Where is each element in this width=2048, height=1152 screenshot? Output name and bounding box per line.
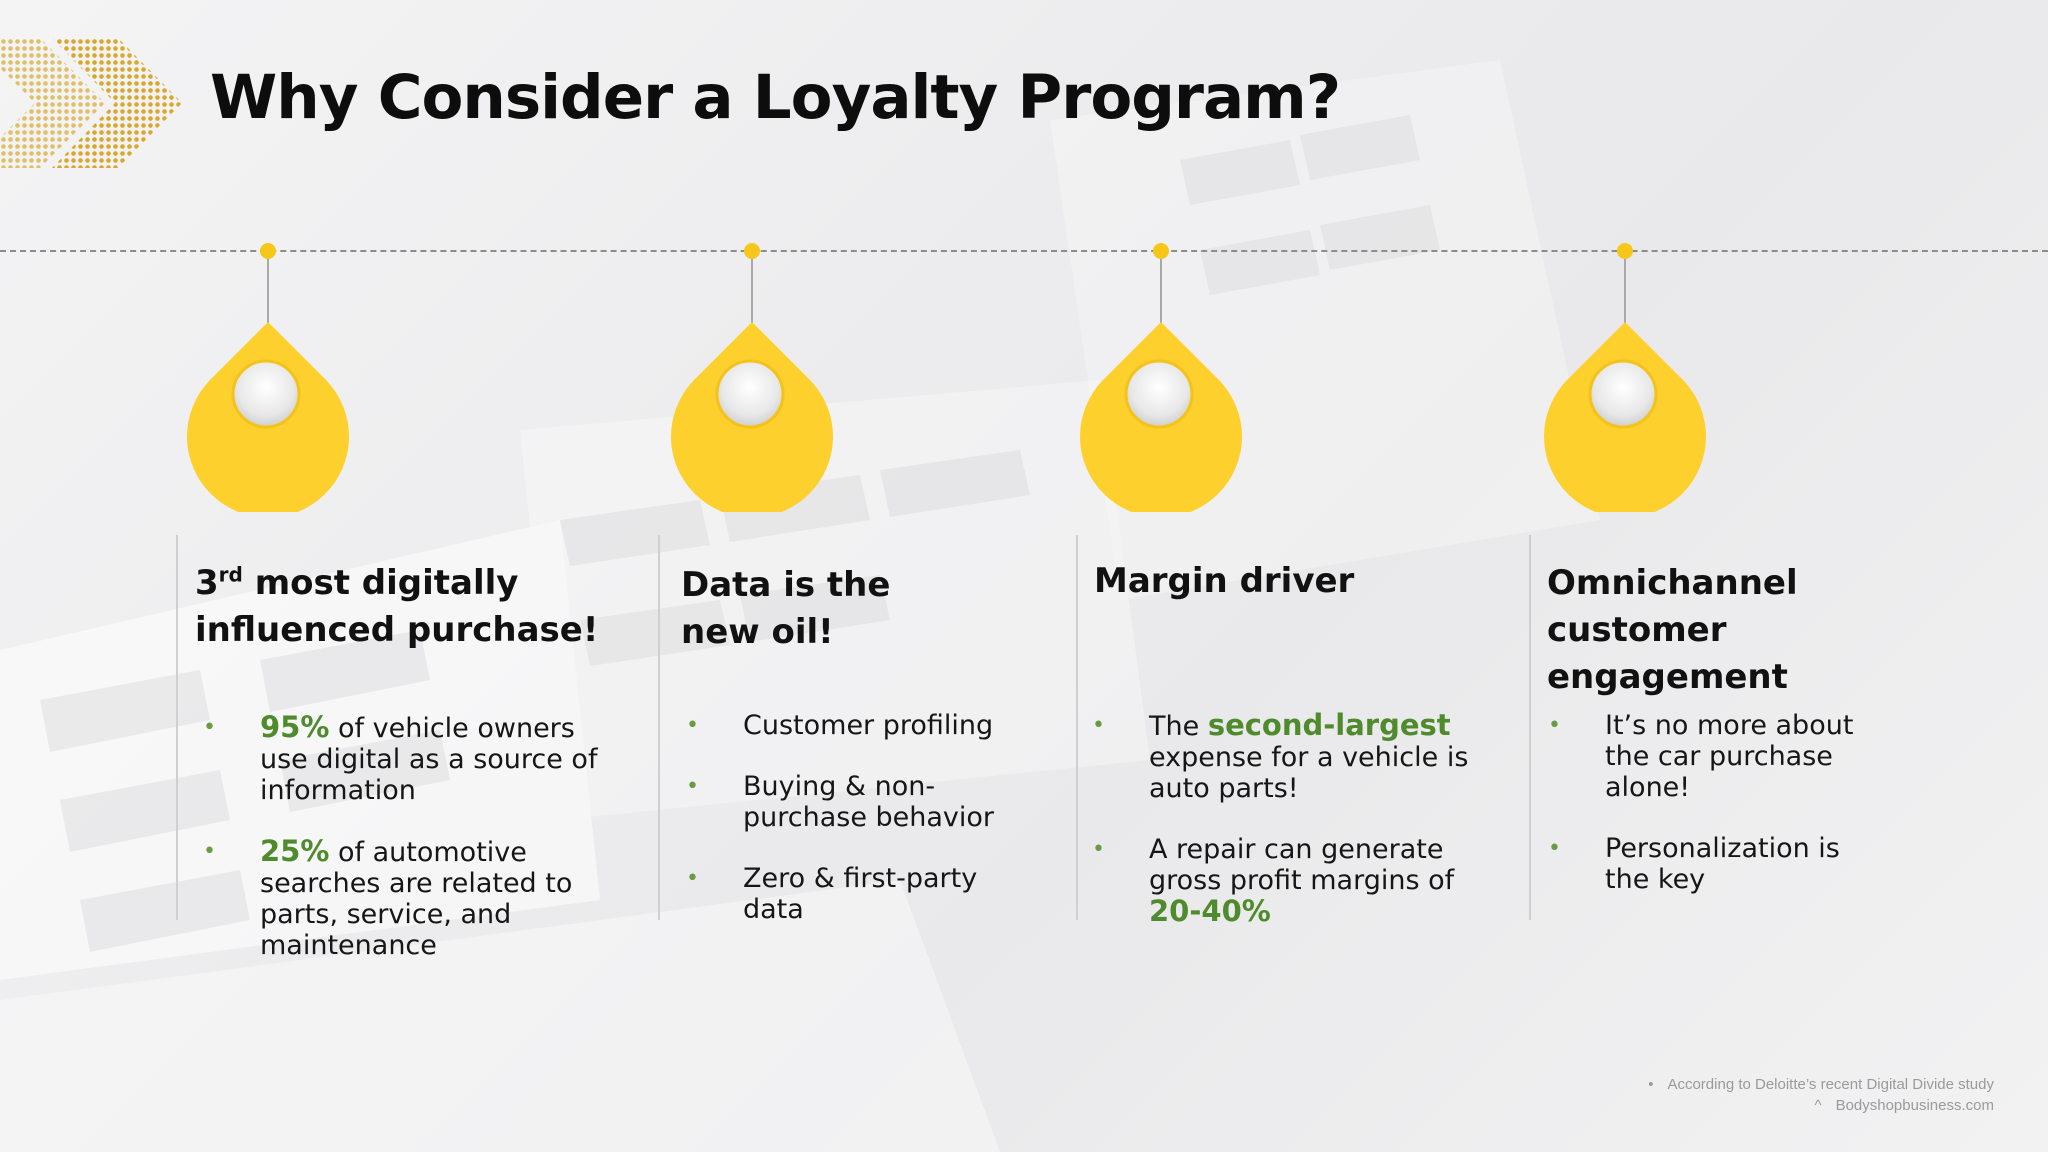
timeline-pin: [260, 243, 276, 259]
bullet-dot-icon: •: [686, 713, 699, 738]
bullet-dot-icon: •: [686, 866, 699, 891]
column-divider: [176, 535, 178, 920]
bullet-dot-icon: •: [686, 774, 699, 799]
timeline-stem: [751, 258, 753, 328]
timeline-stem: [267, 258, 269, 328]
drop-marker-icon: [671, 322, 833, 512]
drop-marker-icon: [1544, 322, 1706, 512]
column-4-bullets: •It’s no more about the car purchase alo…: [1548, 710, 1888, 925]
column-divider: [1529, 535, 1531, 920]
bullet-dot-icon: •: [1548, 713, 1561, 738]
drop-marker-icon: [187, 322, 349, 512]
list-item: •Personalization is the key: [1548, 833, 1840, 895]
list-item: •It’s no more about the car purchase alo…: [1548, 710, 1854, 803]
column-divider: [1076, 535, 1078, 920]
list-item: •A repair can generate gross profit marg…: [1092, 834, 1455, 928]
column-2-heading: Data is the new oil!: [681, 565, 891, 652]
timeline-pin: [1153, 243, 1169, 259]
column-1-heading: 3rd most digitally influenced purchase!: [195, 562, 599, 650]
timeline-stem: [1624, 258, 1626, 328]
column-1-bullets: •95% of vehicle owners use digital as a …: [203, 712, 603, 991]
list-item: •Buying & non-purchase behavior: [686, 771, 995, 833]
chevron-logo-icon: [0, 38, 182, 168]
footnote: ^Bodyshopbusiness.com: [1814, 1097, 1994, 1114]
timeline-dashed-line: [0, 250, 2048, 252]
timeline-stem: [1160, 258, 1162, 328]
footnotes: •According to Deloitte’s recent Digital …: [1648, 1074, 1994, 1116]
footnote: •According to Deloitte’s recent Digital …: [1648, 1076, 1994, 1093]
column-2-bullets: •Customer profiling •Buying & non-purcha…: [686, 710, 1016, 955]
column-divider: [658, 535, 660, 920]
bullet-dot-icon: •: [203, 715, 216, 740]
page-title: Why Consider a Loyalty Program?: [210, 62, 1341, 133]
list-item: •Customer profiling: [686, 710, 994, 741]
list-item: •The second-largest expense for a vehicl…: [1092, 708, 1469, 805]
list-item: •95% of vehicle owners use digital as a …: [203, 710, 598, 807]
drop-marker-icon: [1080, 322, 1242, 512]
bullet-dot-icon: •: [1548, 836, 1561, 861]
list-item: •25% of automotive searches are related …: [203, 834, 573, 962]
bullet-dot-icon: •: [1092, 837, 1105, 862]
timeline-pin: [1617, 243, 1633, 259]
column-3-heading: Margin driver: [1094, 561, 1355, 601]
bullet-dot-icon: •: [203, 839, 216, 864]
bullet-dot-icon: •: [1092, 713, 1105, 738]
column-3-bullets: •The second-largest expense for a vehicl…: [1092, 710, 1472, 958]
timeline-pin: [744, 243, 760, 259]
list-item: •Zero & first-party data: [686, 863, 978, 925]
column-4-heading: Omnichannel customer engagement: [1547, 563, 1798, 697]
